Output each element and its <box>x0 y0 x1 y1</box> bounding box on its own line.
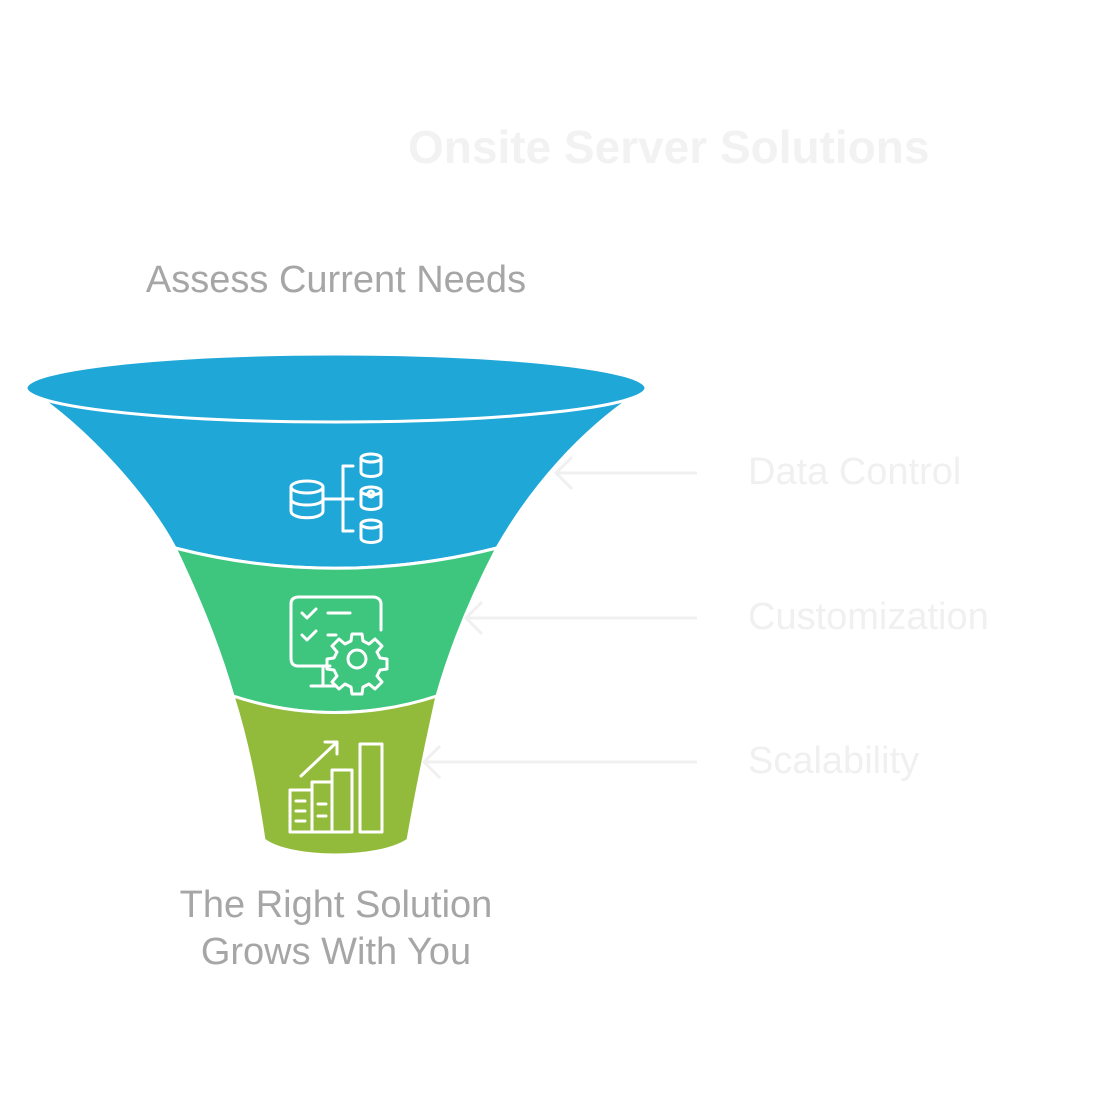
funnel-stage-2 <box>172 545 500 714</box>
stage-label-scalability: Scalability <box>748 740 920 782</box>
monitor-settings-icon <box>289 595 389 696</box>
arrow-scalability <box>421 744 697 780</box>
bottom-label-line-1: The Right Solution <box>179 884 493 926</box>
funnel-stage-3 <box>230 693 440 857</box>
funnel-bottom-label: The Right Solution Grows With You <box>100 882 572 976</box>
stage-label-customization: Customization <box>748 596 989 638</box>
arrow-customization <box>463 600 697 636</box>
stage-label-data-control: Data Control <box>748 451 962 493</box>
funnel-top-label: Assess Current Needs <box>145 259 527 301</box>
bottom-label-line-2: Grows With You <box>200 931 472 974</box>
growth-chart-icon <box>288 740 384 834</box>
arrow-data-control <box>553 455 697 491</box>
diagram-title: Onsite Server Solutions <box>408 121 930 173</box>
database-network-icon <box>289 452 383 544</box>
funnel-top-rim <box>24 352 648 424</box>
